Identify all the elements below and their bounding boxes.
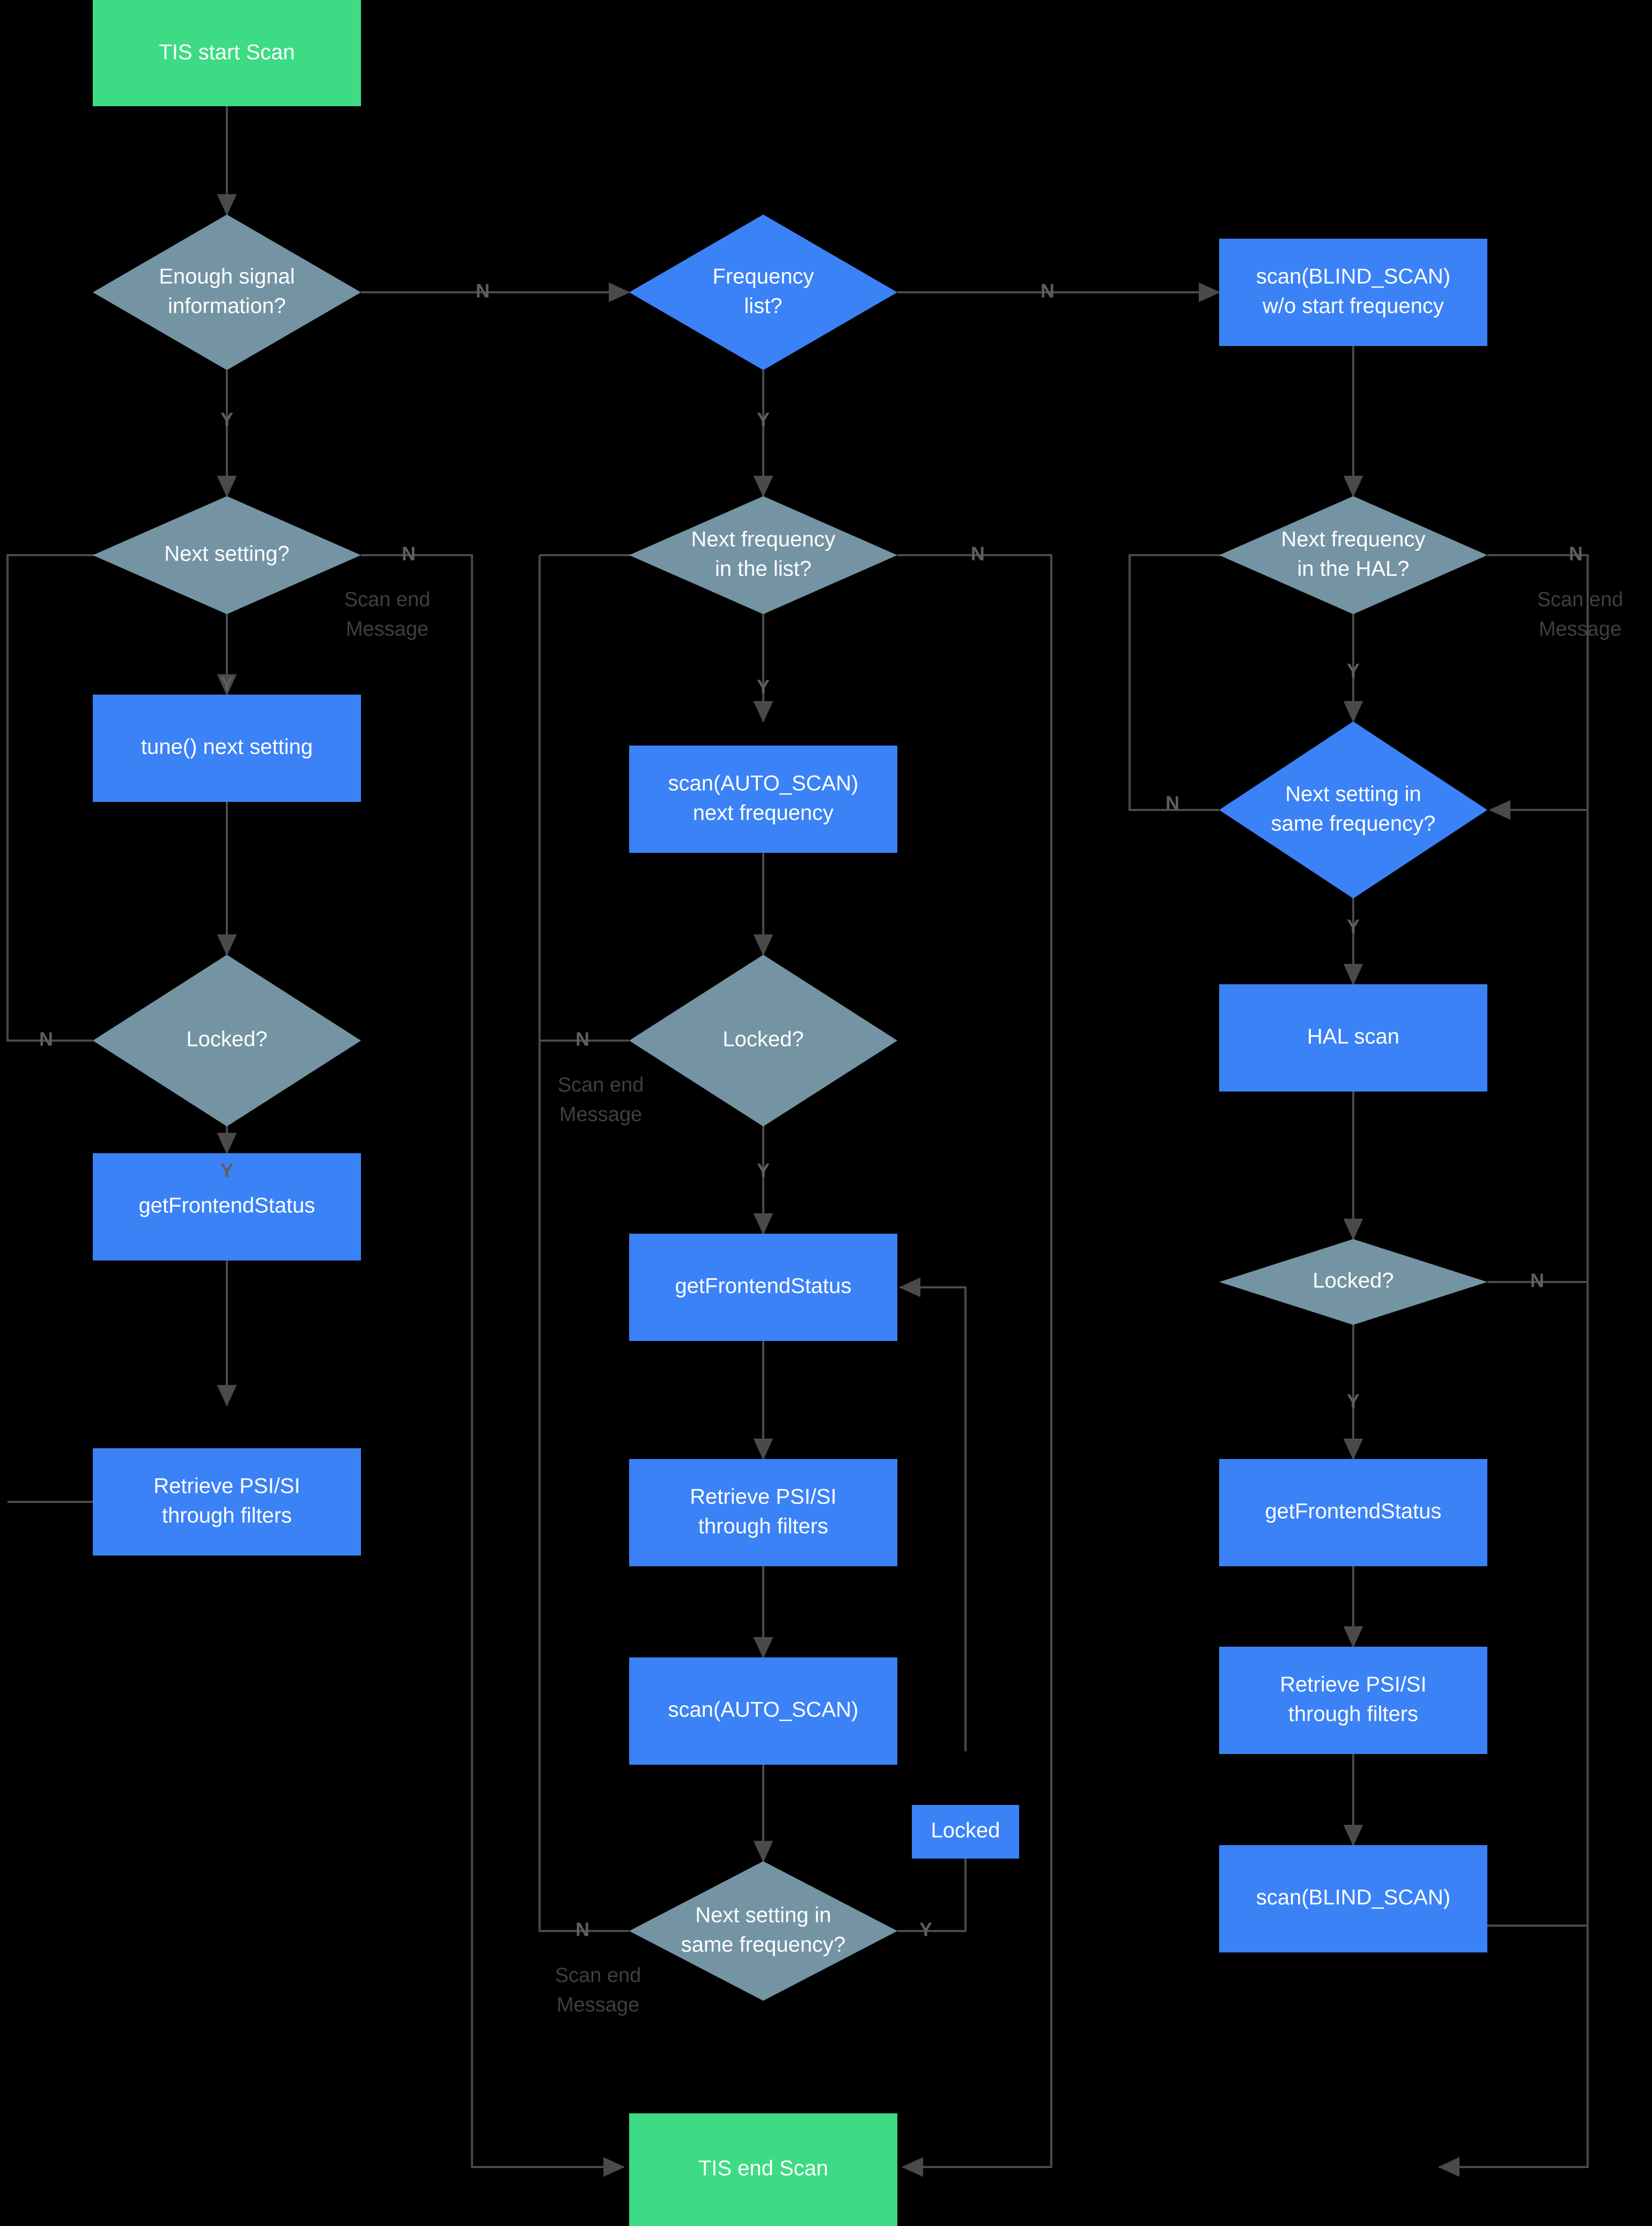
node-getfe-left-label: getFrontendStatus xyxy=(138,1194,315,1218)
node-mid-same-freq-label-1: Next setting in xyxy=(695,1904,831,1927)
node-enough-signal[interactable]: Enough signal information? xyxy=(93,215,361,370)
node-scan-auto-next-freq-label-1: scan(AUTO_SCAN) xyxy=(668,772,859,795)
edge-nextfreqlist-n-to-end xyxy=(897,554,1052,2177)
edge-label-mid-same-freq-y: Y xyxy=(919,1919,932,1941)
node-next-freq-list-label-1: Next frequency xyxy=(691,528,835,551)
node-retrieve-left-label-1: Retrieve PSI/SI xyxy=(153,1475,300,1498)
note-scan-end-left-1: Scan end xyxy=(344,588,431,611)
node-retrieve-psi-left[interactable]: Retrieve PSI/SI through filters xyxy=(93,1448,361,1556)
node-tune-next-setting[interactable]: tune() next setting xyxy=(93,695,361,802)
node-retrieve-left-label-2: through filters xyxy=(162,1504,292,1528)
node-get-frontend-status-mid[interactable]: getFrontendStatus xyxy=(629,1234,897,1341)
node-next-setting[interactable]: Next setting? xyxy=(93,496,361,614)
edge-label-frequency-list-n: N xyxy=(1041,280,1054,302)
edge-next-setting-n-to-end xyxy=(361,554,625,2177)
node-scan-blind-scan[interactable]: scan(BLIND_SCAN) xyxy=(1219,1845,1487,1952)
edge-label-right-same-freq-y: Y xyxy=(1347,916,1360,938)
edge-label-locked-left-y: Y xyxy=(220,1160,233,1182)
edge-locked-badge-to-getfe-mid xyxy=(899,1277,967,1751)
edge-label-locked-left-n: N xyxy=(39,1028,53,1050)
note-scan-end-hal-2: Message xyxy=(1539,618,1621,640)
node-next-setting-label: Next setting? xyxy=(164,542,289,566)
node-next-setting-same-frequency-right[interactable]: Next setting in same frequency? xyxy=(1219,721,1487,898)
node-next-frequency-in-hal[interactable]: Next frequency in the HAL? xyxy=(1219,496,1487,614)
node-hal-scan-label: HAL scan xyxy=(1307,1025,1399,1049)
edge-label-mid-same-freq-n: N xyxy=(576,1919,589,1941)
node-start-label: TIS start Scan xyxy=(159,41,294,64)
note-scan-end-mid-2: Message xyxy=(559,1103,642,1126)
node-get-frontend-status-right[interactable]: getFrontendStatus xyxy=(1219,1459,1487,1566)
node-blind-scan-no-start-frequency[interactable]: scan(BLIND_SCAN) w/o start frequency xyxy=(1219,239,1487,346)
node-enough-signal-label-1: Enough signal xyxy=(159,265,295,289)
node-next-setting-same-frequency-mid[interactable]: Next setting in same frequency? xyxy=(629,1861,897,2001)
notes-layer: Scan end Message Scan end Message Scan e… xyxy=(344,588,1624,2016)
edge-label-next-freq-list-n: N xyxy=(971,543,985,565)
node-locked-right-label: Locked? xyxy=(1312,1269,1393,1293)
edge-label-next-freq-hal-y: Y xyxy=(1347,660,1360,682)
node-scan-auto-scan[interactable]: scan(AUTO_SCAN) xyxy=(629,1657,897,1765)
node-scan-auto-label: scan(AUTO_SCAN) xyxy=(668,1698,859,1722)
edge-label-enough-signal-y: Y xyxy=(220,409,233,431)
node-enough-signal-label-2: information? xyxy=(168,294,286,318)
node-locked-left[interactable]: Locked? xyxy=(93,955,361,1126)
edge-label-next-freq-hal-n: N xyxy=(1569,543,1583,565)
node-locked-right[interactable]: Locked? xyxy=(1219,1239,1487,1325)
edge-label-enough-signal-n: N xyxy=(476,280,490,302)
note-scan-end-mid-1: Scan end xyxy=(558,1074,644,1096)
node-next-freq-hal-label-1: Next frequency xyxy=(1281,528,1425,551)
node-locked-left-label: Locked? xyxy=(186,1028,267,1051)
node-mid-same-freq-label-2: same frequency? xyxy=(681,1933,846,1957)
node-retrieve-right-label-2: through filters xyxy=(1288,1702,1418,1726)
node-tune-next-setting-label: tune() next setting xyxy=(141,735,313,759)
edge-label-frequency-list-y: Y xyxy=(757,409,770,431)
edge-scanblind-loop-up xyxy=(1487,800,1589,1927)
node-next-freq-list-label-2: in the list? xyxy=(715,557,812,581)
node-hal-scan[interactable]: HAL scan xyxy=(1219,984,1487,1092)
node-retrieve-psi-mid[interactable]: Retrieve PSI/SI through filters xyxy=(629,1459,897,1566)
node-getfe-mid-label: getFrontendStatus xyxy=(675,1274,851,1298)
note-scan-end-left-2: Message xyxy=(346,618,429,640)
node-next-frequency-in-list[interactable]: Next frequency in the list? xyxy=(629,496,897,614)
node-retrieve-mid-label-2: through filters xyxy=(698,1515,828,1538)
node-frequency-list-label-2: list? xyxy=(744,294,782,318)
note-scan-end-mid-bottom-2: Message xyxy=(557,1994,639,2016)
edge-label-next-freq-list-y: Y xyxy=(757,676,770,698)
edge-label-locked-mid-y: Y xyxy=(757,1160,770,1182)
node-scan-auto-next-freq-label-2: next frequency xyxy=(693,801,834,825)
edge-label-locked-mid-n: N xyxy=(576,1028,589,1050)
edge-label-locked-right-y: Y xyxy=(1347,1390,1360,1412)
node-locked-badge[interactable]: Locked xyxy=(912,1805,1019,1859)
edge-label-next-setting-y: Y xyxy=(220,673,233,695)
node-retrieve-right-label-1: Retrieve PSI/SI xyxy=(1280,1673,1426,1697)
node-frequency-list-label-1: Frequency xyxy=(713,265,814,289)
edge-label-locked-right-n: N xyxy=(1530,1270,1544,1292)
node-frequency-list[interactable]: Frequency list? xyxy=(629,215,897,370)
node-right-same-freq-label-1: Next setting in xyxy=(1285,783,1421,806)
edge-label-next-setting-n: N xyxy=(402,543,416,565)
node-locked-mid[interactable]: Locked? xyxy=(629,955,897,1126)
node-end[interactable]: TIS end Scan xyxy=(629,2113,897,2226)
node-retrieve-psi-right[interactable]: Retrieve PSI/SI through filters xyxy=(1219,1647,1487,1754)
node-get-frontend-status-left[interactable]: getFrontendStatus xyxy=(93,1153,361,1261)
note-scan-end-mid-bottom-1: Scan end xyxy=(555,1964,641,1987)
node-blind-scan-label-2: w/o start frequency xyxy=(1262,294,1444,318)
node-locked-badge-label: Locked xyxy=(931,1819,1000,1842)
node-next-freq-hal-label-2: in the HAL? xyxy=(1297,557,1409,581)
node-blind-scan-label-1: scan(BLIND_SCAN) xyxy=(1256,265,1450,289)
edge-labels-layer: N Y N Y N Y N Y N Y N Y N Y N Y N Y N Y xyxy=(39,280,1583,1941)
edge-mid-left-rail xyxy=(539,555,629,1932)
node-getfe-right-label: getFrontendStatus xyxy=(1265,1500,1441,1523)
edge-label-right-same-freq-n: N xyxy=(1166,792,1179,814)
node-retrieve-mid-label-1: Retrieve PSI/SI xyxy=(690,1485,836,1509)
node-end-label: TIS end Scan xyxy=(698,2157,828,2180)
note-scan-end-hal-1: Scan end xyxy=(1537,588,1624,611)
node-locked-mid-label: Locked? xyxy=(722,1028,803,1051)
node-start[interactable]: TIS start Scan xyxy=(93,0,361,106)
node-scan-auto-next-frequency[interactable]: scan(AUTO_SCAN) next frequency xyxy=(629,746,897,853)
node-right-same-freq-label-2: same frequency? xyxy=(1271,812,1436,836)
node-scan-blind-label: scan(BLIND_SCAN) xyxy=(1256,1886,1450,1910)
